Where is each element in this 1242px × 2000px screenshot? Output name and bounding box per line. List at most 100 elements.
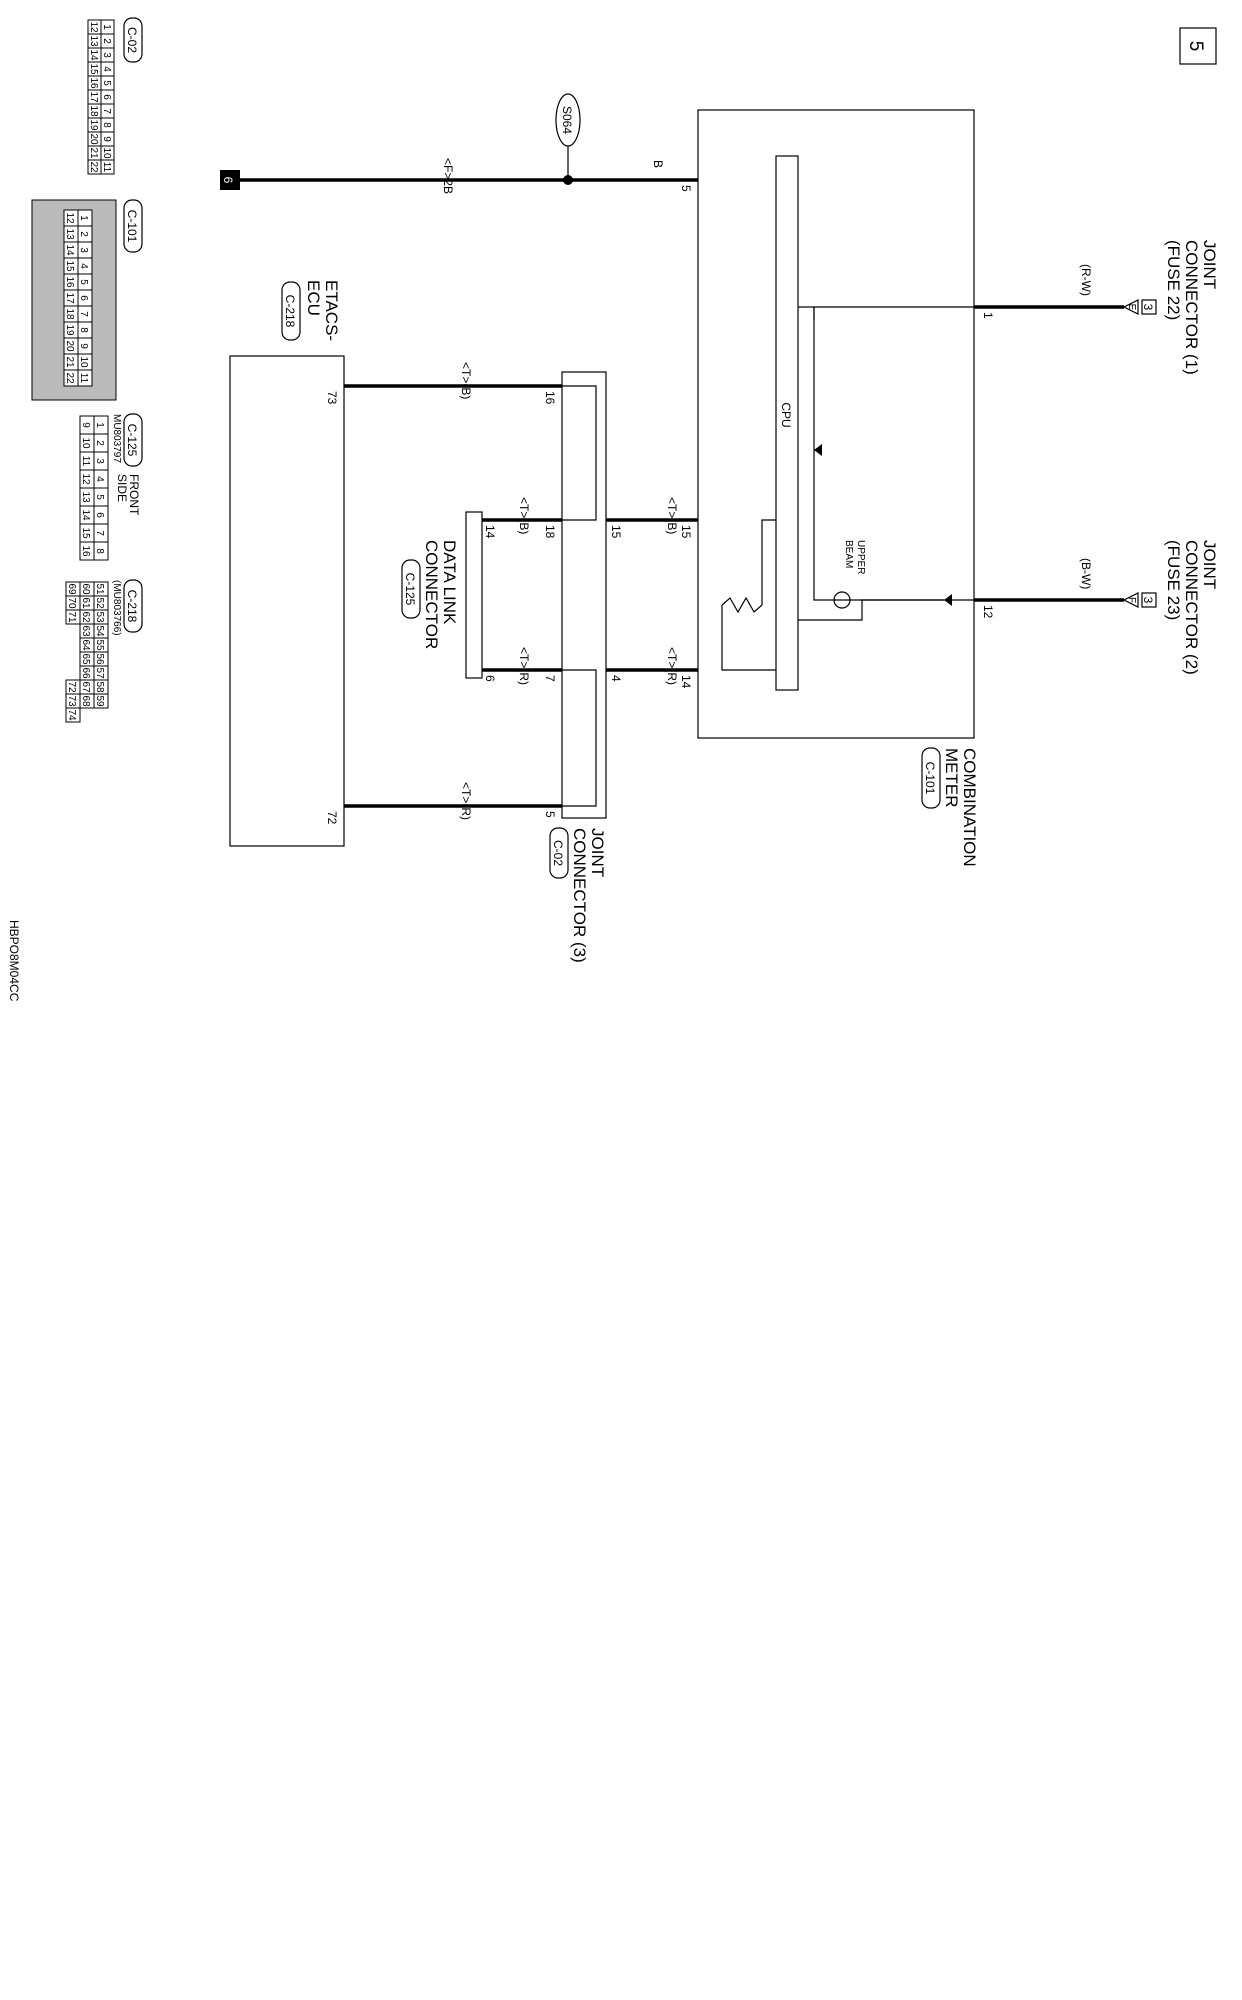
joint2-title-2: CONNECTOR (2) — [1182, 540, 1201, 675]
c125-code: C-125 — [125, 424, 139, 457]
joint1-title-1: JOINT — [1200, 240, 1219, 289]
joint2-wire-color: (B-W) — [1079, 558, 1093, 589]
c02-pin-number: 12 — [88, 21, 99, 33]
pin-meter-14: 14 — [679, 675, 693, 689]
c218-pin-number: 66 — [80, 667, 91, 679]
pin-meter-5: 5 — [679, 185, 693, 192]
c02-pin-number: 14 — [88, 49, 99, 61]
c218-pin-number: 74 — [66, 709, 77, 721]
upper-beam-lamp-icon — [833, 591, 851, 609]
c02-pin-cell — [87, 159, 102, 175]
next-page-box — [220, 170, 240, 190]
c101-pin-number: 4 — [78, 263, 89, 269]
c101-pin-number: 15 — [64, 260, 75, 272]
joint3-code-box — [549, 827, 569, 879]
c218-pin-number: 52 — [94, 597, 105, 609]
combination-meter-box — [697, 109, 975, 739]
c02-pin-number: 19 — [88, 119, 99, 131]
joint2-terminal: F — [1126, 597, 1137, 603]
c101-pin-number: 20 — [64, 340, 75, 352]
c101-pin-number: 10 — [78, 356, 89, 368]
c218-pin-number: 53 — [94, 611, 105, 623]
figure-code: HBPO8M04CC — [7, 920, 21, 1002]
pin-joint3-7: 7 — [543, 675, 557, 682]
joint1-terminal-icon — [1122, 299, 1139, 315]
c101-pin-cell — [63, 369, 79, 387]
c101-pin-number: 2 — [78, 231, 89, 237]
joint1-wire-color: (R-W) — [1079, 264, 1093, 296]
diode-icon — [814, 444, 822, 456]
diagram-sheet: 5 JOINT CONNECTOR (1) (FUSE 22) 3 E (R-W… — [7, 17, 1219, 1002]
c125-pin-number: 4 — [94, 476, 105, 482]
c101-pin-number: 17 — [64, 292, 75, 304]
c101-pin-number: 22 — [64, 372, 75, 384]
joint1-ref: 3 — [1141, 304, 1155, 311]
meter-title-1: COMBINATION — [960, 748, 979, 867]
c125-pin-number: 16 — [80, 545, 91, 557]
lamp-label-1: UPPER — [855, 540, 866, 574]
c218-pin-number: 54 — [94, 625, 105, 637]
c218-code-box — [123, 579, 143, 633]
pin-dlc-14: 14 — [483, 525, 497, 539]
c218-pin-cell — [65, 707, 81, 723]
resistor-link-2 — [721, 605, 776, 671]
c125-pin-number: 3 — [94, 458, 105, 464]
c218-code: C-218 — [125, 590, 139, 623]
joint3-bus-low — [562, 669, 597, 807]
meter-code: C-101 — [923, 762, 937, 795]
c218-pin-grid: 5152535455565758596061626364656667686970… — [65, 581, 109, 723]
joint1-title-3: (FUSE 22) — [1164, 240, 1183, 320]
c101-code-box — [123, 199, 143, 253]
c02-pin-number: 13 — [88, 35, 99, 47]
c101-pin-number: 5 — [78, 279, 89, 285]
c125-side-2: SIDE — [115, 474, 129, 502]
pin-dlc-6: 6 — [483, 675, 497, 682]
c218-pin-number: 60 — [80, 583, 91, 595]
joint-connector-3-box — [561, 371, 607, 819]
joint2-ref: 3 — [1141, 597, 1155, 604]
c101-pin-number: 3 — [78, 247, 89, 253]
c02-pin-number: 5 — [101, 80, 112, 86]
c218-pin-number: 70 — [66, 597, 77, 609]
pin-joint3-18: 18 — [543, 525, 557, 539]
joint2-title-1: JOINT — [1200, 540, 1219, 589]
resistor-link-1 — [761, 519, 776, 605]
dlc-code-box — [401, 559, 421, 619]
c218-pin-number: 72 — [66, 681, 77, 693]
c02-pin-number: 18 — [88, 105, 99, 117]
meter-title-2: METER — [942, 748, 961, 808]
c218-pin-number: 57 — [94, 667, 105, 679]
etacs-title-1: ETACS- — [322, 280, 341, 341]
c02-pin-number: 9 — [101, 136, 112, 142]
joint2-ref-box — [1141, 592, 1157, 608]
dlc-title-2: CONNECTOR — [422, 540, 441, 649]
c02-pin-number: 6 — [101, 94, 112, 100]
c101-pin-number: 18 — [64, 308, 75, 320]
connector-view-c218: C-218 (MU803766) 51525354555657585960616… — [65, 579, 143, 723]
wire-label-2: <T>(R) — [665, 647, 679, 685]
c02-pin-number: 11 — [101, 162, 112, 173]
joint-connector-1: JOINT CONNECTOR (1) (FUSE 22) 3 E (R-W) — [1079, 240, 1219, 375]
pin-joint3-16: 16 — [543, 391, 557, 405]
c02-pin-number: 4 — [101, 66, 112, 72]
c02-pin-number: 21 — [88, 147, 99, 159]
c218-pin-number: 68 — [80, 695, 91, 707]
pin-joint3-4: 4 — [609, 675, 623, 682]
wire-label-4: <T>(B) — [517, 497, 531, 534]
meter-code-box — [921, 747, 941, 809]
c218-pin-number: 71 — [66, 611, 77, 623]
c218-pin-cell — [65, 609, 81, 625]
c218-pin-number: 67 — [80, 681, 91, 693]
c218-pin-number: 56 — [94, 653, 105, 665]
c125-part: MU803797 — [111, 414, 122, 463]
c101-pin-number: 13 — [64, 228, 75, 240]
c125-pin-number: 7 — [94, 530, 105, 536]
dlc-title-1: DATA LINK — [440, 540, 459, 625]
c02-pin-number: 17 — [88, 91, 99, 103]
etacs-title-2: ECU — [304, 280, 323, 316]
c02-code: C-02 — [125, 27, 139, 53]
c101-pin-number: 16 — [64, 276, 75, 288]
c101-pin-number: 12 — [64, 212, 75, 224]
